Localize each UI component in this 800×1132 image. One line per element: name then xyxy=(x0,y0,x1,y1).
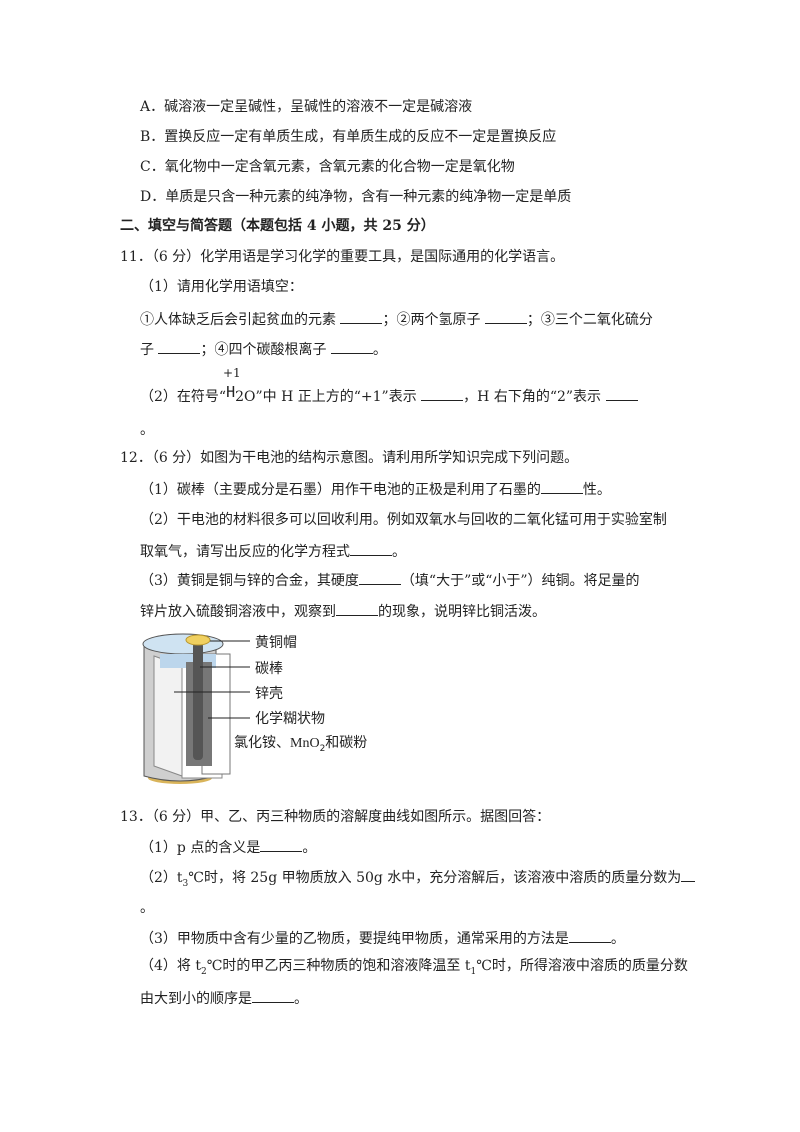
text: （3）甲物质中含有少量的乙物质，要提纯甲物质，通常采用的方法是 xyxy=(140,931,569,947)
q11-part1: （1）请用化学用语填空： xyxy=(140,279,303,295)
text: （2）t xyxy=(140,870,183,886)
text: 1 xyxy=(470,966,477,977)
q13-part4: （4）将 t2℃时的甲乙丙三种物质的饱和溶液降温至 t1℃时，所得溶液中溶质的质… xyxy=(140,957,688,981)
option-d: D．单质是只含一种元素的纯净物，含有一种元素的纯净物一定是单质 xyxy=(140,189,572,205)
q13-part4-cont: 由大到小的顺序是 。 xyxy=(140,988,308,1008)
text: ，H 右下角的“2”表示 xyxy=(463,389,606,405)
label-brass-cap: 黄铜帽 xyxy=(255,635,297,651)
text: 3 xyxy=(182,878,189,889)
symbol-h: H xyxy=(226,383,236,401)
text: 2 xyxy=(319,743,326,754)
q11-stem: 11．（6 分）化学用语是学习化学的重要工具，是国际通用的化学语言。 xyxy=(120,249,565,265)
battery-top xyxy=(142,633,224,655)
option-c: C．氧化物中一定含氧元素，含氧元素的化合物一定是氧化物 xyxy=(140,159,515,175)
text: 2 xyxy=(200,966,207,977)
text: ；②两个氢原子 xyxy=(382,312,485,328)
text: 取氧气，请写出反应的化学方程式 xyxy=(140,544,350,560)
text: 锌片放入硫酸铜溶液中，观察到 xyxy=(140,604,336,620)
carbon-rod xyxy=(193,642,203,760)
answer-blank[interactable] xyxy=(421,386,464,401)
text: 氯化铵、 xyxy=(234,735,290,751)
answer-blank[interactable] xyxy=(330,339,373,354)
text: （4）将 t xyxy=(140,958,201,974)
text: （2）在符号“ xyxy=(140,389,227,405)
text: （1）p 点的含义是 xyxy=(140,840,261,856)
text: 。 xyxy=(392,544,406,560)
option-a: A．碱溶液一定呈碱性，呈碱性的溶液不一定是碱溶液 xyxy=(140,99,473,115)
text: MnO xyxy=(290,736,320,751)
text: 。 xyxy=(302,840,317,856)
text: ℃时的甲乙丙三种物质的饱和溶液降温至 t xyxy=(206,958,471,974)
q12-part3-cont: 锌片放入硫酸铜溶液中，观察到 的现象，说明锌比铜活泼。 xyxy=(140,601,546,621)
text: 的现象，说明锌比铜活泼。 xyxy=(378,604,546,620)
symbol-rest: 2O xyxy=(235,389,256,405)
text: 。 xyxy=(294,991,308,1007)
q13-part1: （1）p 点的含义是 。 xyxy=(140,837,316,857)
q13-part2: （2）t3℃时，将 25g 甲物质放入 50g 水中，充分溶解后，该溶液中溶质的… xyxy=(140,867,696,893)
dry-battery-figure: 黄铜帽 碳棒 锌壳 化学糊状物 氯化铵、MnO2和碳粉 xyxy=(138,626,393,790)
answer-blank[interactable] xyxy=(484,309,527,324)
answer-blank[interactable] xyxy=(358,570,401,585)
text: 。 xyxy=(372,342,387,358)
text: 由大到小的顺序是 xyxy=(140,991,252,1007)
answer-blank[interactable] xyxy=(540,479,583,494)
inner-wall xyxy=(153,655,183,777)
text: ”中 H 正上方的“+1”表示 xyxy=(255,389,422,405)
label-zinc-shell: 锌壳 xyxy=(255,686,283,702)
answer-blank[interactable] xyxy=(605,386,638,401)
text: ℃时，所得溶液中溶质的质量分数 xyxy=(476,958,688,974)
q13-stem: 13．（6 分）甲、乙、丙三种物质的溶解度曲线如图所示。据图回答： xyxy=(120,809,551,825)
q12-part2: （2）干电池的材料很多可以回收利用。例如双氧水与回收的二氧化锰可用于实验室制 xyxy=(140,512,667,528)
label-paste-content: 氯化铵、MnO2和碳粉 xyxy=(234,732,367,754)
q11-part2: （2）在符号“H2O”中 H 正上方的“+1”表示 ，H 右下角的“2”表示 xyxy=(140,383,638,406)
answer-blank[interactable] xyxy=(336,601,378,616)
answer-blank[interactable] xyxy=(568,928,611,943)
text: ℃时，将 25g 甲物质放入 50g 水中，充分溶解后，该溶液中溶质的质量分数为 xyxy=(188,870,682,886)
q11-line2: 子 ；④四个碳酸根离子 。 xyxy=(140,339,387,359)
text: ；③三个二氧化硫分 xyxy=(526,312,653,328)
text: （3）黄铜是铜与锌的合金，其硬度 xyxy=(140,573,359,589)
brass-cap xyxy=(185,634,211,646)
q12-part2-cont: 取氧气，请写出反应的化学方程式 。 xyxy=(140,541,406,561)
q12-part3: （3）黄铜是铜与锌的合金，其硬度 （填“大于”或“小于”）纯铜。将足量的 xyxy=(140,570,640,590)
battery-drawing xyxy=(142,633,250,784)
answer-blank[interactable] xyxy=(340,309,383,324)
q12-stem: 12．（6 分）如图为干电池的结构示意图。请利用所学知识完成下列问题。 xyxy=(120,450,579,466)
text: 子 xyxy=(140,342,159,358)
answer-blank[interactable] xyxy=(252,988,294,1003)
section-heading: 二、填空与简答题（本题包括 4 小题，共 25 分） xyxy=(120,218,435,234)
q11-end: 。 xyxy=(140,422,154,438)
text: ；④四个碳酸根离子 xyxy=(200,342,331,358)
text: 性。 xyxy=(582,482,611,498)
answer-blank[interactable] xyxy=(350,541,392,556)
text: 和碳粉 xyxy=(325,735,368,751)
valence-superscript: +1 xyxy=(223,366,241,380)
text: （填“大于”或“小于”）纯铜。将足量的 xyxy=(400,573,640,589)
q12-part1: （1）碳棒（主要成分是石墨）用作干电池的正极是利用了石墨的 性。 xyxy=(140,479,611,499)
label-carbon-rod: 碳棒 xyxy=(255,661,283,677)
text: ①人体缺乏后会引起贫血的元素 xyxy=(140,312,341,328)
answer-blank[interactable] xyxy=(158,339,201,354)
text: （1）碳棒（主要成分是石墨）用作干电池的正极是利用了石墨的 xyxy=(140,482,541,498)
label-chemical-paste: 化学糊状物 xyxy=(255,711,325,727)
q11-line1: ①人体缺乏后会引起贫血的元素 ；②两个氢原子 ；③三个二氧化硫分 xyxy=(140,309,653,329)
option-b: B．置换反应一定有单质生成，有单质生成的反应不一定是置换反应 xyxy=(140,129,557,145)
answer-blank[interactable] xyxy=(260,837,303,852)
q13-part2-end: 。 xyxy=(140,900,154,916)
q13-part3: （3）甲物质中含有少量的乙物质，要提纯甲物质，通常采用的方法是 。 xyxy=(140,928,625,948)
text: 。 xyxy=(610,931,625,947)
answer-blank[interactable] xyxy=(681,867,696,882)
